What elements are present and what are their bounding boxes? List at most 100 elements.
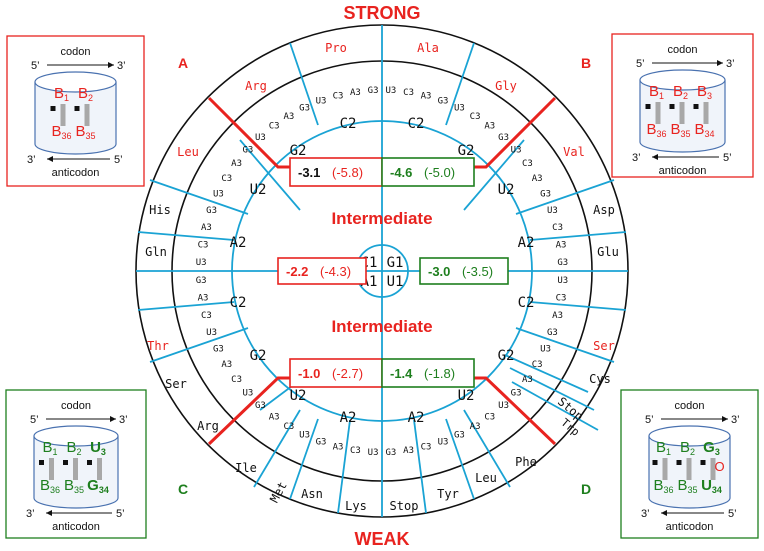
third-position-code: A3 [201,223,212,233]
svg-text:3’: 3’ [632,152,641,164]
svg-text:5’: 5’ [116,508,125,520]
aa-val: Val [563,145,585,159]
third-position-code: U3 [454,103,465,113]
third-position-code: U3 [368,448,379,458]
third-position-code: C3 [350,446,361,456]
third-position-code: A3 [403,446,414,456]
third-position-code: C3 [403,88,414,98]
third-position-code: C3 [198,240,209,250]
third-position-code: G3 [385,448,396,458]
pos2-u2-upper-left: U2 [250,182,267,198]
third-position-code: C3 [421,443,432,453]
third-position-code: G3 [196,276,207,286]
svg-text:-1.0: -1.0 [298,366,320,381]
energy-box-upper-left: -3.1 (-5.8) [289,157,383,187]
third-position-code: U3 [438,437,449,447]
third-position-code: C3 [269,122,280,132]
aa-phe: Phe [515,455,537,469]
svg-text:(-5.8): (-5.8) [332,165,363,180]
aa-lys: Lys [345,499,367,513]
svg-text:5’: 5’ [30,414,39,426]
panel-bottom-label: anticodon [666,521,714,533]
svg-text:-3.0: -3.0 [428,264,450,279]
aa-ser-red: Ser [593,339,615,353]
third-position-code: A3 [198,294,209,304]
third-position-code: G3 [438,97,449,107]
third-position-code: U3 [196,258,207,268]
aa-ser-black: Ser [165,377,187,391]
aa-ala: Ala [417,41,439,55]
third-position-code: G3 [316,437,327,447]
pos2-g2-lower-left: G2 [250,348,267,364]
center-u1: U1 [387,274,404,290]
pos2-a2-lower-right: A2 [408,410,425,426]
third-position-code: A3 [522,375,533,385]
aa-asn: Asn [301,487,323,501]
aa-gly: Gly [495,79,517,93]
svg-text:-1.4: -1.4 [390,366,413,381]
weak-heading: WEAK [355,529,410,549]
third-position-code: G3 [498,133,509,143]
svg-text:5’: 5’ [645,414,654,426]
pos2-c2-upper-left: C2 [340,116,357,132]
svg-text:3’: 3’ [726,58,735,70]
svg-text:(-4.3): (-4.3) [320,264,351,279]
third-position-code: A3 [532,174,543,184]
third-position-code: C3 [283,422,294,432]
third-position-code: U3 [557,276,568,286]
third-position-code: A3 [552,311,563,321]
third-position-code: G3 [255,401,266,411]
third-position-code: C3 [231,375,242,385]
svg-text:-2.2: -2.2 [286,264,308,279]
pos2-g2-lower-right: G2 [498,348,515,364]
aa-leu-black: Leu [475,471,497,485]
third-position-code: U3 [255,133,266,143]
svg-text:5’: 5’ [728,508,737,520]
third-position-code: G3 [206,206,217,216]
wobble-mark: O [714,459,724,474]
pos2-g2-upper-left: G2 [290,143,307,159]
sector-dividers [137,42,627,514]
aa-arg-black: Arg [197,419,219,433]
third-position-code: U3 [299,431,310,441]
svg-text:-4.6: -4.6 [390,165,412,180]
aa-pro: Pro [325,41,347,55]
svg-text:3’: 3’ [731,414,740,426]
third-position-code: U3 [547,206,558,216]
third-position-code: U3 [385,86,396,96]
third-position-code: U3 [316,97,327,107]
third-position-code: U3 [540,344,551,354]
svg-text:3’: 3’ [119,414,128,426]
aa-met: Met [267,479,290,505]
energy-box-mid-right: -3.0 (-3.5) [419,257,509,285]
third-position-code: G3 [540,190,551,200]
panel-bottom-label: anticodon [52,167,100,179]
third-position-code: G3 [454,431,465,441]
svg-text:3’: 3’ [641,508,650,520]
third-position-code: A3 [283,112,294,122]
aa-his: His [149,203,171,217]
panel-top-label: codon [668,44,698,56]
third-position-code: G3 [242,145,253,155]
third-position-code: G3 [368,86,379,96]
third-position-code: U3 [511,145,522,155]
energy-box-upper-right: -4.6 (-5.0) [381,157,475,187]
boundary-lines [207,96,557,446]
center-g1: G1 [387,255,404,271]
third-position-code: C3 [201,311,212,321]
energy-box-lower-right: -1.4 (-1.8) [381,358,475,388]
pos2-u2-upper-right: U2 [498,182,515,198]
svg-text:5’: 5’ [636,58,645,70]
svg-text:(-1.8): (-1.8) [424,366,455,381]
aa-leu-red: Leu [177,145,199,159]
ribosome-cylinder [34,82,117,155]
third-position-code: G3 [557,258,568,268]
third-position-code: A3 [221,360,232,370]
third-position-code: G3 [511,389,522,399]
aa-tyr: Tyr [437,487,459,501]
pos2-a2-right: A2 [518,235,535,251]
